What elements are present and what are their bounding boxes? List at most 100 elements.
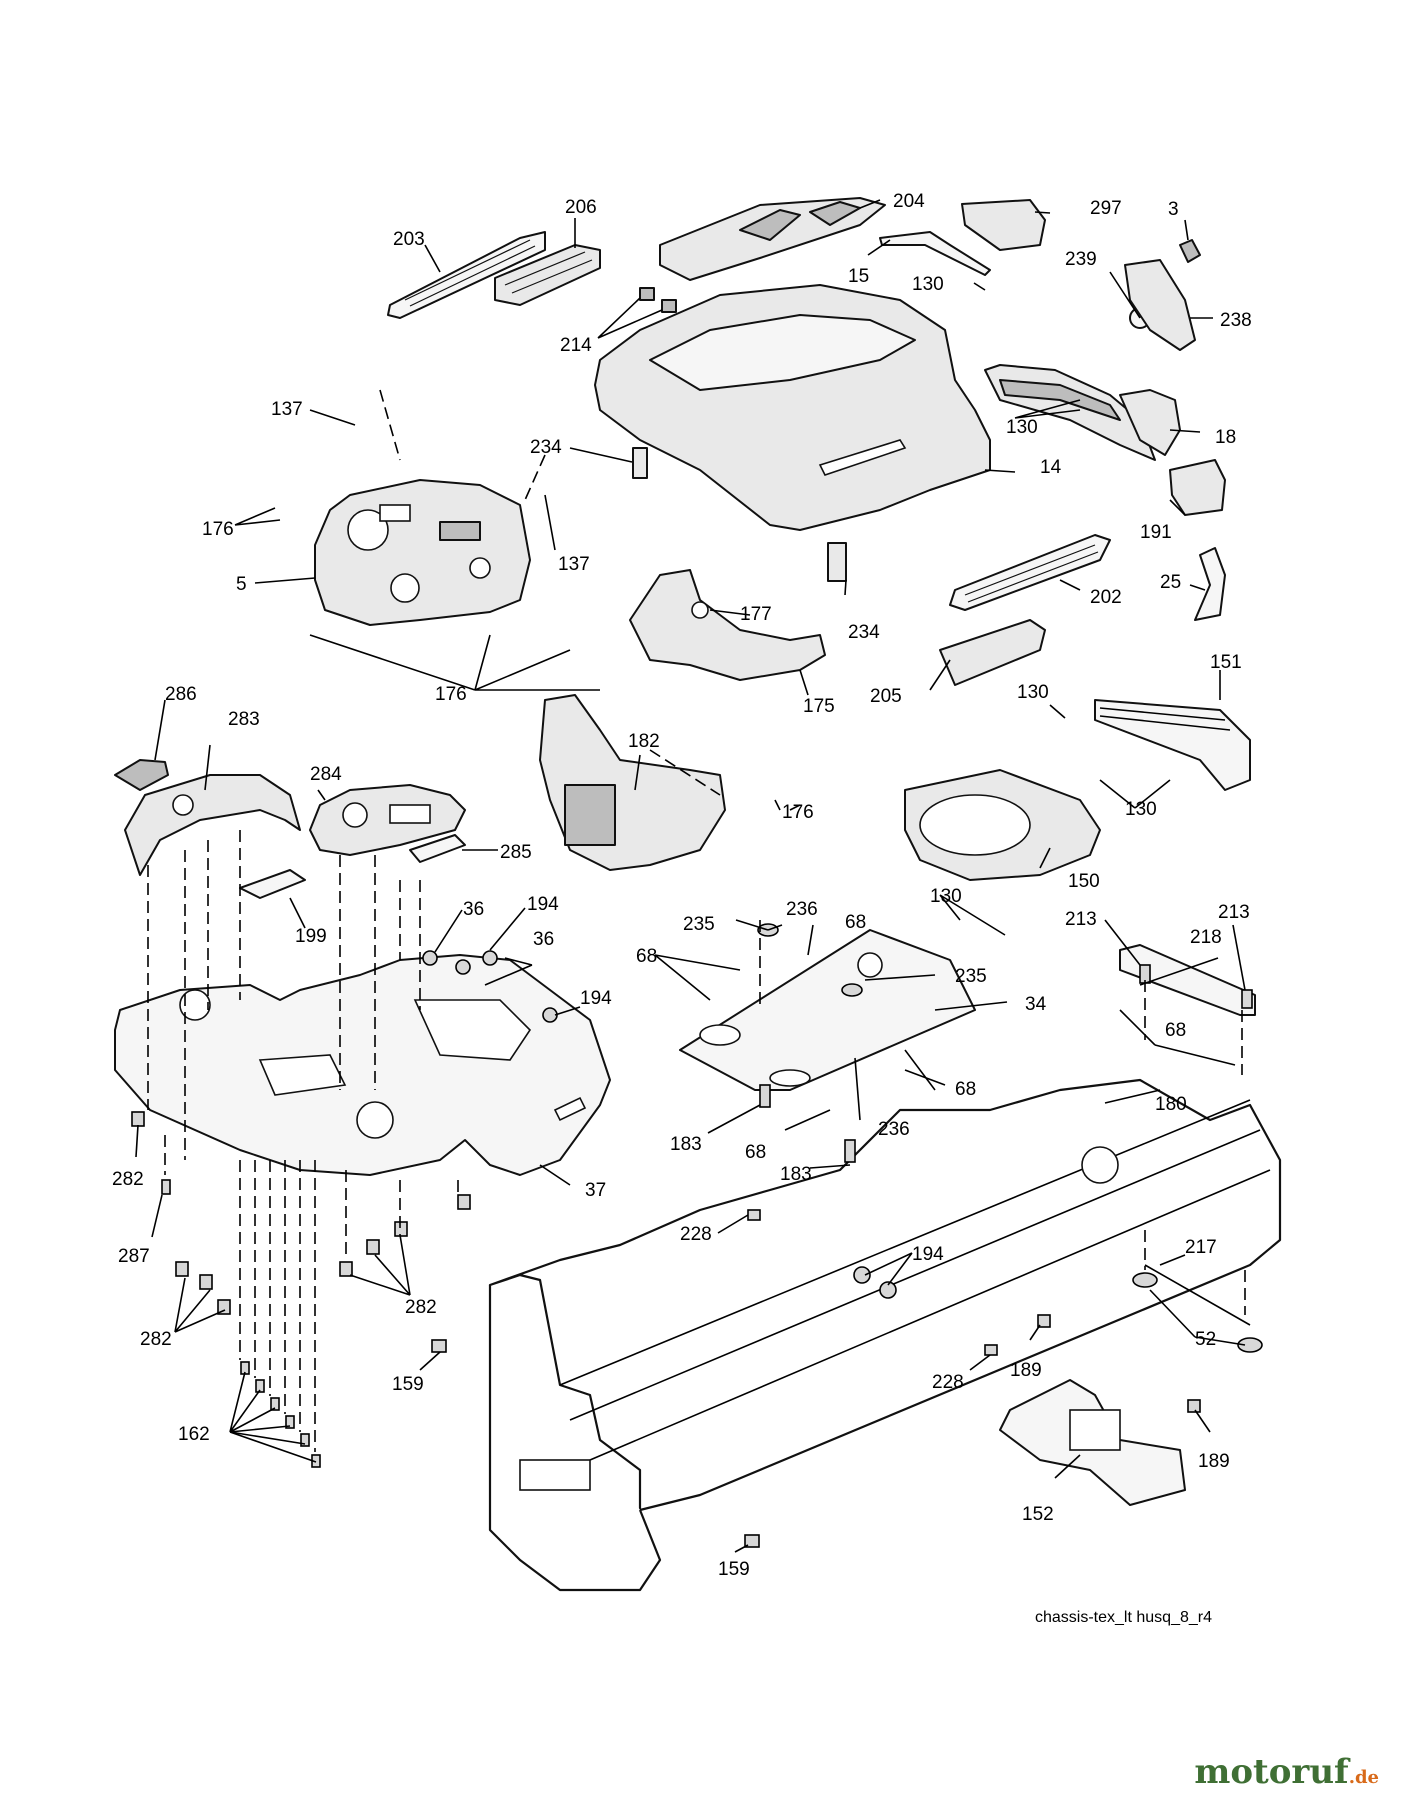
callout-180: 180 xyxy=(1155,1094,1187,1115)
callout-287: 287 xyxy=(118,1246,150,1267)
nut-194a xyxy=(853,1266,871,1284)
callout-205: 205 xyxy=(870,686,902,707)
fuel-cap-cover-297 xyxy=(961,199,1046,251)
callout-130: 130 xyxy=(1017,682,1049,703)
screw-287 xyxy=(161,1179,171,1195)
callout-159: 159 xyxy=(392,1374,424,1395)
trim-25 xyxy=(1194,547,1226,621)
callout-14: 14 xyxy=(1040,457,1062,478)
clips-282 xyxy=(131,1111,471,1315)
guard-152 xyxy=(999,1379,1186,1506)
callout-204: 204 xyxy=(893,191,925,212)
bracket-3 xyxy=(1179,239,1201,263)
dash-panel-5 xyxy=(314,479,531,626)
callout-18: 18 xyxy=(1215,427,1236,448)
clips-214 xyxy=(639,287,677,313)
callout-176: 176 xyxy=(202,519,234,540)
callout-68: 68 xyxy=(955,1079,976,1100)
callout-202: 202 xyxy=(1090,587,1122,608)
callout-236: 236 xyxy=(878,1119,910,1140)
bracket-218 xyxy=(1119,944,1256,1016)
frame-180 xyxy=(488,1078,1282,1592)
plate-34 xyxy=(679,929,976,1091)
callout-37: 37 xyxy=(585,1180,606,1201)
callout-228: 228 xyxy=(932,1372,964,1393)
callout-213: 213 xyxy=(1065,909,1097,930)
bezel-238 xyxy=(1124,259,1196,351)
callout-214: 214 xyxy=(560,335,592,356)
bolt-183a xyxy=(759,1084,771,1108)
callout-130: 130 xyxy=(1006,417,1038,438)
callout-68: 68 xyxy=(745,1142,766,1163)
bushing-52b xyxy=(1237,1337,1263,1353)
vent-205 xyxy=(939,619,1046,686)
insert-234b xyxy=(827,542,847,582)
tray-199 xyxy=(239,869,306,899)
cap-191 xyxy=(1169,459,1226,516)
callout-150: 150 xyxy=(1068,871,1100,892)
callout-194: 194 xyxy=(580,988,612,1009)
watermark-logo: motoruf.de xyxy=(1194,1752,1379,1792)
bolt-36a xyxy=(422,950,438,966)
callout-162: 162 xyxy=(178,1424,210,1445)
callout-235: 235 xyxy=(955,966,987,987)
callout-234: 234 xyxy=(848,622,880,643)
callout-191: 191 xyxy=(1140,522,1172,543)
hood-14 xyxy=(594,284,991,531)
bolt-159b xyxy=(744,1534,760,1548)
tray-285 xyxy=(409,834,466,863)
bracket-175 xyxy=(629,569,826,681)
callout-286: 286 xyxy=(165,684,197,705)
assembly-lines xyxy=(147,389,1246,1452)
callout-labels: 203 206 204 297 3 15 130 239 238 214 137… xyxy=(112,191,1252,1580)
bolt-189a xyxy=(1037,1314,1051,1328)
screws-162 xyxy=(240,1361,321,1468)
callout-152: 152 xyxy=(1022,1504,1054,1525)
callout-235: 235 xyxy=(683,914,715,935)
callout-282: 282 xyxy=(112,1169,144,1190)
nut-194d xyxy=(455,959,471,975)
callout-176: 176 xyxy=(782,802,814,823)
body-37 xyxy=(114,954,611,1176)
callout-217: 217 xyxy=(1185,1237,1217,1258)
bolt-36b xyxy=(482,950,498,966)
callout-137: 137 xyxy=(271,399,303,420)
nut-194b xyxy=(879,1281,897,1299)
bolt-159a xyxy=(431,1339,447,1353)
callout-218: 218 xyxy=(1190,927,1222,948)
callout-151: 151 xyxy=(1210,652,1242,673)
callout-68: 68 xyxy=(1165,1020,1186,1041)
callout-199: 199 xyxy=(295,926,327,947)
watermark-main: motoruf xyxy=(1194,1752,1349,1792)
callout-176: 176 xyxy=(435,684,467,705)
side-grill-202 xyxy=(949,534,1111,611)
callout-283: 283 xyxy=(228,709,260,730)
trim-15 xyxy=(879,231,991,276)
callout-5: 5 xyxy=(236,574,247,595)
callout-3: 3 xyxy=(1168,199,1179,220)
bushing-52a xyxy=(1132,1272,1158,1288)
callout-234: 234 xyxy=(530,437,562,458)
diagram-caption: chassis-tex_lt husq_8_r4 xyxy=(1035,1609,1212,1626)
callout-228: 228 xyxy=(680,1224,712,1245)
callout-284: 284 xyxy=(310,764,342,785)
callout-194: 194 xyxy=(912,1244,944,1265)
cup-holder-286 xyxy=(114,759,169,791)
callout-297: 297 xyxy=(1090,198,1122,219)
callout-182: 182 xyxy=(628,731,660,752)
callout-238: 238 xyxy=(1220,310,1252,331)
callout-175: 175 xyxy=(803,696,835,717)
callout-239: 239 xyxy=(1065,249,1097,270)
callout-183: 183 xyxy=(780,1164,812,1185)
callout-25: 25 xyxy=(1160,572,1181,593)
cup-holder-283 xyxy=(124,774,301,876)
callout-194: 194 xyxy=(527,894,559,915)
nut-194e xyxy=(542,1007,558,1023)
hood-grill-203 xyxy=(387,231,546,319)
headlight-assembly xyxy=(984,364,1156,461)
callout-34: 34 xyxy=(1025,994,1047,1015)
callout-36: 36 xyxy=(533,929,554,950)
watermark-tld: .de xyxy=(1348,1767,1379,1788)
callout-203: 203 xyxy=(393,229,425,250)
